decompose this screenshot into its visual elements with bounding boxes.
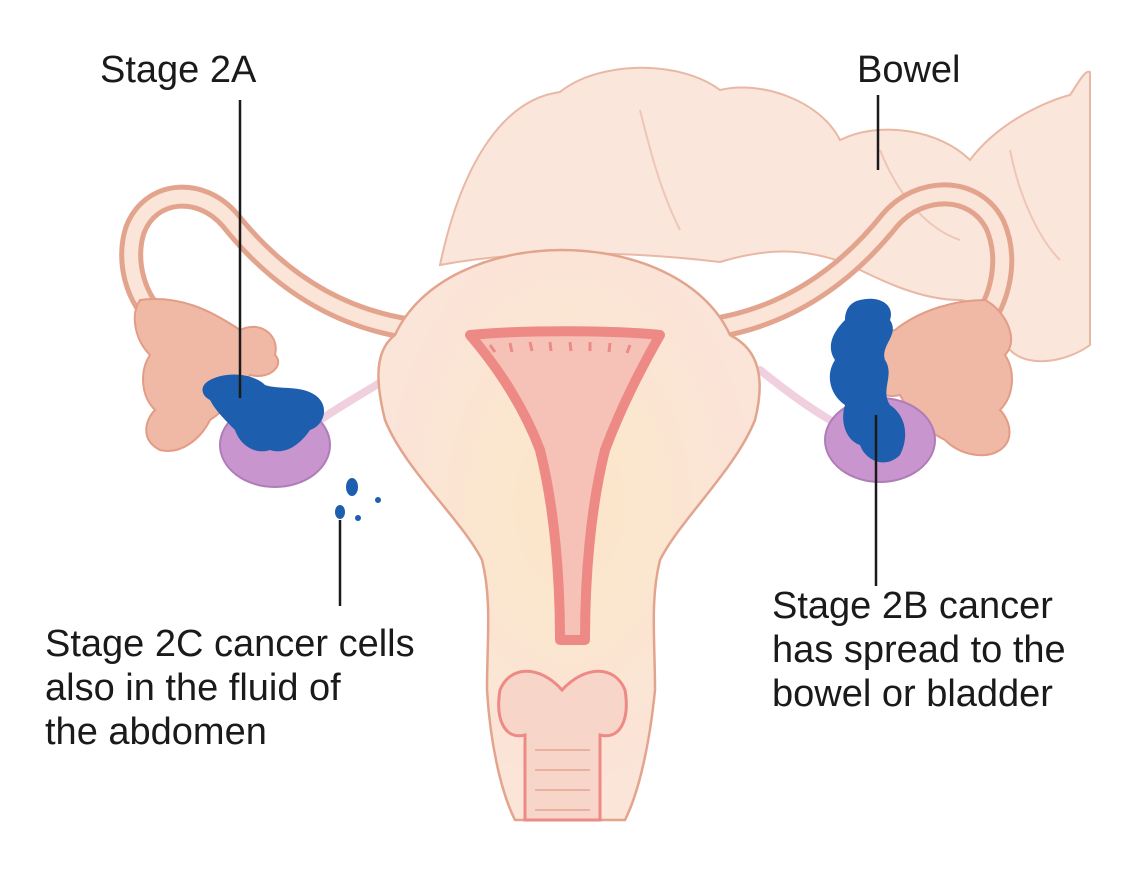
label-bowel: Bowel — [857, 48, 961, 92]
label-stage-2c: Stage 2C cancer cells also in the fluid … — [45, 622, 415, 754]
left-fimbriae — [133, 298, 280, 452]
label-stage-2b: Stage 2B cancer has spread to the bowel … — [772, 584, 1066, 716]
cancer-cell-1 — [346, 478, 358, 496]
cervix — [497, 669, 628, 822]
right-fallopian-tube-inner — [693, 187, 1010, 337]
cancer-cell-3 — [335, 505, 345, 519]
right-ovarian-ligament — [756, 366, 834, 424]
label-stage-2b-line-3: bowel or bladder — [772, 673, 1053, 715]
label-stage-2a-text: Stage 2A — [100, 49, 257, 91]
label-stage-2b-line-1: Stage 2B cancer — [772, 585, 1053, 627]
vagina-rugae — [535, 749, 590, 811]
label-stage-2c-line-3: the abdomen — [45, 711, 267, 753]
label-stage-2c-line-2: also in the fluid of — [45, 667, 341, 709]
label-stage-2a: Stage 2A — [100, 48, 256, 92]
left-tumour — [202, 374, 325, 452]
endometrium — [465, 326, 665, 645]
cancer-cell-4 — [355, 515, 361, 521]
bowel — [438, 66, 1091, 363]
label-bowel-text: Bowel — [857, 49, 961, 91]
right-tumour — [829, 298, 906, 463]
left-fallopian-tube-inner — [124, 189, 427, 337]
endometrial-lining-teeth — [488, 341, 632, 354]
cancer-cell-2 — [375, 497, 381, 503]
label-stage-2c-line-1: Stage 2C cancer cells — [45, 623, 415, 665]
label-stage-2b-line-2: has spread to the — [772, 629, 1066, 671]
